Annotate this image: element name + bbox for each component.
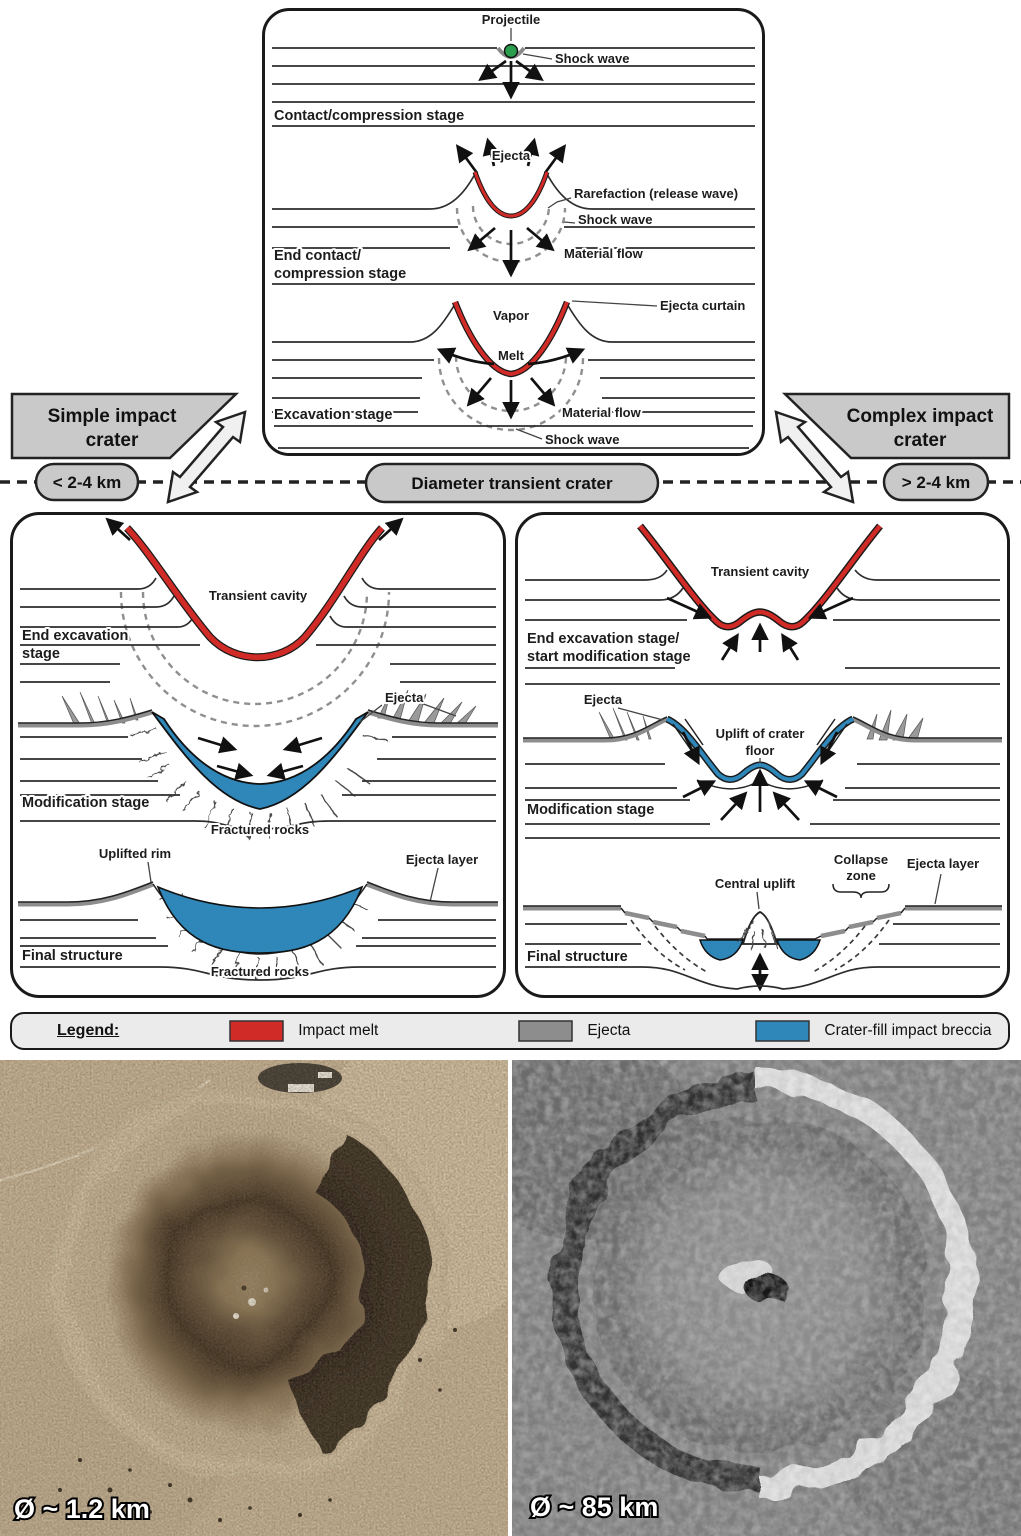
legend-label-impact-melt: Impact melt — [298, 1022, 379, 1039]
complex-diameter-label: > 2-4 km — [902, 473, 971, 492]
stage-label-end-contact-1: End contact/ — [274, 248, 361, 264]
simple-crater-label-1: Simple impact — [48, 406, 177, 427]
simple-example-caption: Ø ~ 1.2 km — [14, 1494, 150, 1524]
collapse-zone-brace — [832, 883, 890, 899]
lunar-crater-photo: Ø ~ 85 km — [512, 1060, 1021, 1536]
complex-example-caption: Ø ~ 85 km — [530, 1492, 658, 1522]
shock-wave-label-1: Shock wave — [555, 51, 629, 66]
contact-compression-diagram: Projectile Shock wave Contact/compressio… — [272, 10, 755, 127]
breccia-pool-right — [775, 939, 822, 961]
breccia-lining — [666, 717, 854, 782]
simple-diameter-pill — [34, 462, 140, 502]
material-flow-label-2: Material flow — [562, 405, 642, 420]
legend-title: Legend: — [57, 1022, 120, 1039]
breccia-lining — [151, 711, 369, 810]
panel-border — [515, 512, 1010, 998]
peak-fracture-texture — [738, 919, 778, 951]
complex-crater-label-1: Complex impact — [847, 406, 994, 427]
shock-wave-label-3: Shock wave — [545, 432, 619, 447]
transient-diameter-pill — [364, 462, 660, 504]
stage-label-end-excavation-1: End excavation — [22, 628, 128, 644]
uplift-floor-label-2: floor — [746, 743, 775, 758]
breccia-pool-left — [698, 939, 745, 961]
ejecta-label: Ejecta — [385, 690, 424, 705]
uplifted-rim-label: Uplifted rim — [99, 846, 171, 861]
simple-final-structure-diagram: Uplifted rim Ejecta layer Final structur… — [18, 844, 498, 981]
terrace-blocks — [620, 907, 906, 940]
ejecta-label: Ejecta — [584, 692, 623, 707]
projectile-label: Projectile — [482, 12, 541, 27]
complex-crater-box — [781, 392, 1011, 460]
simple-branch-arrow — [166, 410, 247, 504]
ejecta-curtain-label: Ejecta curtain — [660, 298, 745, 313]
ejecta-layer-label: Ejecta layer — [907, 856, 979, 871]
material-flow-label-1: Material flow — [564, 246, 644, 261]
collapse-zone-label-2: zone — [846, 868, 876, 883]
excavation-diagram: Vapor Ejecta curtain Melt Material flow … — [272, 296, 755, 449]
simple-crater-panel: Transient cavity End excavation stage — [10, 512, 506, 998]
central-uplift-label: Central uplift — [715, 876, 796, 891]
ejecta-spikes — [598, 707, 924, 741]
ejecta-label: Ejecta — [492, 148, 531, 163]
legend-item-impact-melt: Impact melt — [229, 1020, 378, 1042]
photo-grain — [512, 1060, 1021, 1536]
legend-label-ejecta: Ejecta — [587, 1022, 631, 1039]
vapor-label: Vapor — [493, 308, 529, 323]
end-contact-compression-diagram: Ejecta Rarefaction (release wave) Shock … — [272, 137, 755, 285]
stage-label-modification: Modification stage — [22, 795, 149, 811]
melt-lining — [125, 526, 385, 660]
fractured-rocks-label-2: Fractured rocks — [211, 964, 309, 979]
projectile-dot — [503, 43, 519, 59]
stage-label-end-excavation-2: stage — [22, 646, 60, 662]
legend-bar: Legend: Impact melt Ejecta Crater-fill i… — [10, 1012, 1010, 1050]
melt-label: Melt — [498, 348, 525, 363]
stage-label-excavation: Excavation stage — [274, 407, 392, 423]
legend-item-ejecta: Ejecta — [518, 1020, 630, 1042]
branch-band: Simple impact crater Complex impact crat… — [0, 392, 1021, 504]
stage-label-final-structure: Final structure — [527, 949, 628, 965]
ejecta-swatch — [518, 1020, 574, 1042]
stage-label-final-structure: Final structure — [22, 948, 123, 964]
stage-label-end-excavation-2: start modification stage — [527, 649, 691, 665]
rarefaction-label: Rarefaction (release wave) — [574, 186, 738, 201]
simple-diameter-label: < 2-4 km — [53, 473, 122, 492]
stage-label-modification: Modification stage — [527, 802, 654, 818]
simple-crater-label-2: crater — [86, 430, 139, 451]
complex-crater-label-2: crater — [894, 430, 947, 451]
transient-cavity-label: Transient cavity — [209, 588, 308, 603]
melt-lining — [473, 171, 549, 218]
photo-grain — [0, 1060, 508, 1536]
fractured-rocks-label-1: Fractured rocks — [211, 822, 309, 837]
transient-cavity-label: Transient cavity — [711, 564, 810, 579]
shock-wave-label-2: Shock wave — [578, 212, 652, 227]
breccia-swatch — [755, 1020, 811, 1042]
early-stages-panel: Projectile Shock wave Contact/compressio… — [262, 8, 765, 456]
stage-label-contact-compression: Contact/compression stage — [274, 108, 464, 124]
breccia-fill — [156, 885, 364, 954]
complex-diameter-pill — [882, 462, 990, 502]
simple-modification-diagram: Ejecta Modification stage Fractured rock… — [18, 688, 498, 841]
panel-border — [262, 8, 765, 456]
stage-label-end-contact-2: compression stage — [274, 266, 406, 282]
legend-item-breccia: Crater-fill impact breccia — [755, 1020, 992, 1042]
fractured-rocks-texture — [129, 728, 389, 841]
complex-end-excavation-diagram: Transient cavity End excavation stage/ s… — [525, 523, 1000, 685]
impact-melt-swatch — [229, 1020, 284, 1042]
transient-diameter-label: Diameter transient crater — [411, 474, 613, 493]
stage-label-end-excavation-1: End excavation stage/ — [527, 631, 679, 647]
complex-final-structure-diagram: Collapse zone Ejecta layer Central uplif… — [523, 850, 1002, 992]
uplift-floor-label-1: Uplift of crater — [716, 726, 805, 741]
meteor-crater-photo: Ø ~ 1.2 km — [0, 1060, 508, 1536]
ejecta-layer-label: Ejecta layer — [406, 852, 478, 867]
melt-lining — [453, 301, 569, 377]
collapse-zone-label-1: Collapse — [834, 852, 888, 867]
simple-crater-box — [10, 392, 240, 460]
complex-branch-arrow — [774, 410, 855, 504]
simple-end-excavation-diagram: Transient cavity End excavation stage — [20, 517, 496, 728]
ejecta-spikes — [61, 689, 477, 725]
complex-modification-diagram: Ejecta Uplift of crater floor Modificati… — [523, 690, 1002, 839]
complex-crater-panel: Transient cavity End excavation stage/ s… — [515, 512, 1010, 998]
legend-label-breccia: Crater-fill impact breccia — [824, 1022, 992, 1039]
